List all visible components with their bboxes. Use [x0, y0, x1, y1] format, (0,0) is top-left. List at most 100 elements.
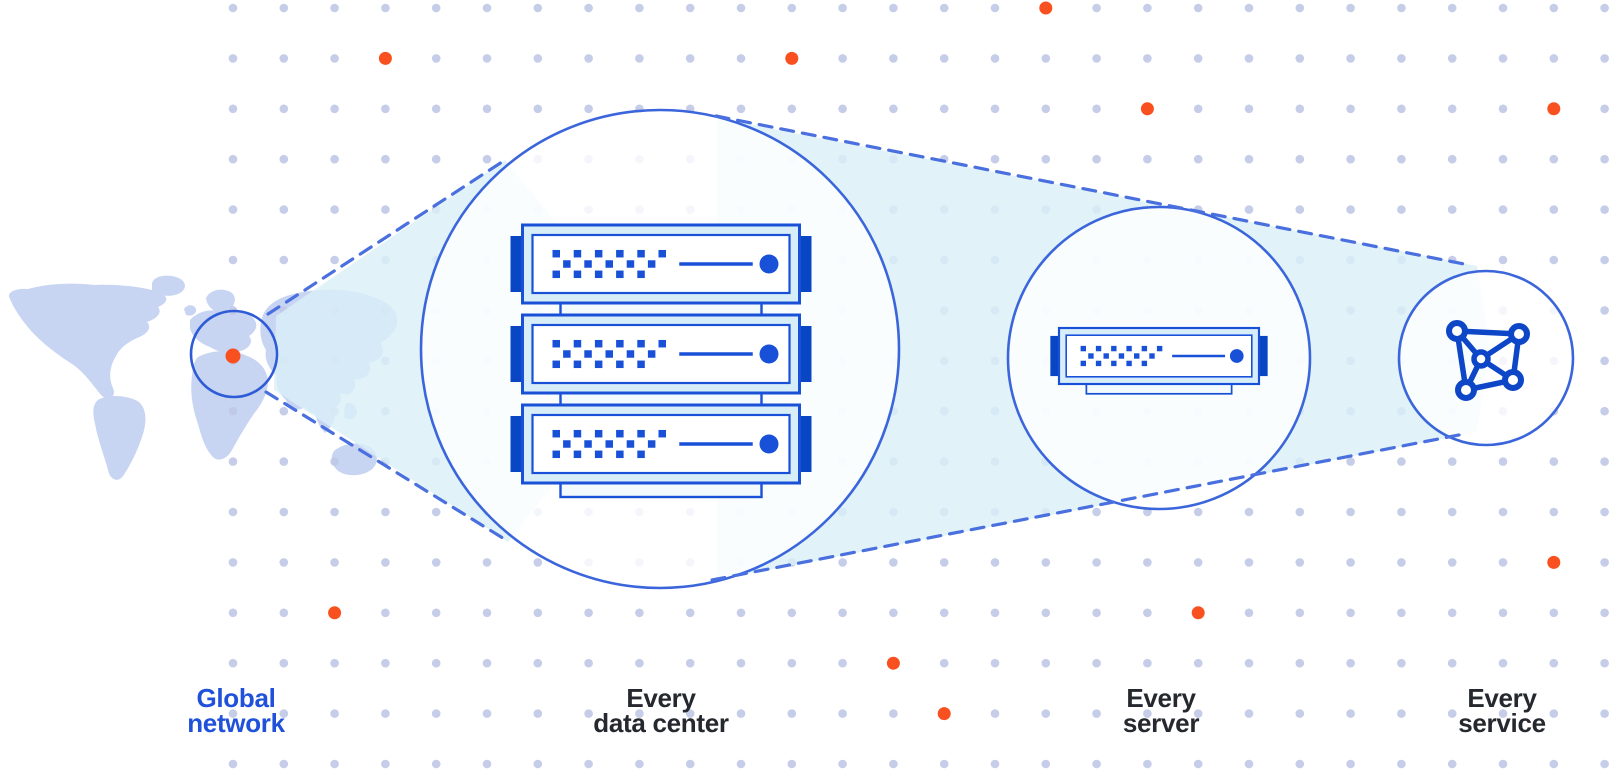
background-dot [1397, 558, 1406, 567]
vent-pixel [552, 270, 560, 279]
label-line: Every [1467, 683, 1537, 713]
background-dot [1498, 457, 1508, 466]
vent-pixel [1141, 345, 1148, 352]
background-dot [1143, 658, 1152, 668]
vent-pixel [1080, 360, 1086, 367]
background-dot [1498, 558, 1508, 567]
background-dot [1193, 507, 1203, 517]
server-unit-2 [510, 313, 812, 409]
background-dot [330, 507, 339, 517]
background-dot [1193, 759, 1203, 769]
background-dot [1447, 205, 1457, 214]
background-dot [1092, 658, 1101, 668]
server-unit-single [1050, 326, 1268, 395]
background-dot [228, 255, 238, 265]
label-line: data center [593, 708, 729, 738]
background-dot [1549, 3, 1559, 13]
background-dot [1498, 154, 1508, 164]
background-dot [1193, 104, 1203, 114]
background-dot [1295, 709, 1305, 718]
background-dot [1600, 507, 1609, 517]
background-dot [381, 608, 390, 618]
background-dot [1244, 154, 1254, 164]
vent-pixel [1111, 360, 1117, 367]
background-dot [1600, 709, 1609, 718]
vent-pixel [584, 260, 592, 268]
server-side-tab-left [1050, 335, 1060, 377]
background-dot [330, 255, 339, 265]
background-dot [635, 658, 644, 668]
vent-pixel [1134, 353, 1140, 359]
background-dot [736, 759, 746, 769]
background-dot [1549, 205, 1559, 214]
zoom-dashed-lines [264, 114, 1466, 582]
vent-pixel [658, 429, 666, 438]
background-dot [1295, 658, 1305, 668]
background-dot [228, 205, 238, 214]
background-dot [330, 3, 339, 13]
vent-pixel [1095, 360, 1102, 367]
vent-pixel [573, 360, 582, 369]
background-dot [1447, 507, 1457, 517]
vent-pixel [1141, 360, 1148, 367]
background-dot [685, 608, 695, 618]
background-dot [533, 558, 543, 567]
vent-pixel [563, 440, 571, 448]
vent-pixel [647, 260, 656, 268]
background-dot [584, 709, 593, 718]
vent-pixel [552, 249, 560, 258]
background-dot [1549, 457, 1559, 466]
background-dot [1397, 104, 1406, 114]
background-dot [431, 54, 441, 63]
vent-pixel [1118, 353, 1125, 359]
server-led-light [759, 344, 779, 364]
background-dot [330, 658, 339, 668]
background-dot [939, 3, 949, 13]
background-dot [1346, 507, 1355, 517]
vent-pixel [594, 249, 603, 258]
vent-pixel [594, 450, 603, 459]
vent-pixel [616, 270, 624, 279]
background-dot [228, 457, 238, 466]
server-side-tab-left [510, 236, 524, 292]
background-dot [1193, 558, 1203, 567]
background-dot [1295, 507, 1305, 517]
background-dot [1447, 54, 1457, 63]
label-line: server [1122, 708, 1200, 738]
background-dot [1600, 205, 1609, 214]
background-dot [1346, 658, 1355, 668]
background-dot [1447, 558, 1457, 567]
background-dot [431, 3, 441, 13]
background-dot [1600, 3, 1609, 13]
vent-pixel [1095, 345, 1102, 352]
background-dot [1549, 154, 1559, 164]
server-side-tab-right [1258, 335, 1268, 377]
background-dot [787, 709, 797, 718]
orange-accent-dot [378, 51, 392, 65]
background-dot [1143, 709, 1152, 718]
background-dot [635, 54, 644, 63]
background-dot [533, 608, 543, 618]
background-dot [1447, 759, 1457, 769]
background-dot [838, 709, 847, 718]
background-dot [533, 3, 543, 13]
background-dot [990, 709, 1000, 718]
background-dot [279, 608, 289, 618]
background-dot [1447, 658, 1457, 668]
vent-pixel [616, 429, 624, 438]
background-dot [330, 759, 339, 769]
background-dot [279, 154, 289, 164]
background-dot [1600, 406, 1609, 416]
background-dot [1549, 255, 1559, 265]
background-dot [584, 759, 593, 769]
background-dot [431, 104, 441, 114]
background-dot [1295, 608, 1305, 618]
label-line: network [187, 708, 285, 738]
background-dot [635, 709, 644, 718]
background-dot [1193, 3, 1203, 13]
vent-pixel [563, 350, 571, 358]
background-dot [1244, 104, 1254, 114]
background-dot [1041, 759, 1051, 769]
background-dot [1549, 658, 1559, 668]
background-dot [1092, 709, 1101, 718]
